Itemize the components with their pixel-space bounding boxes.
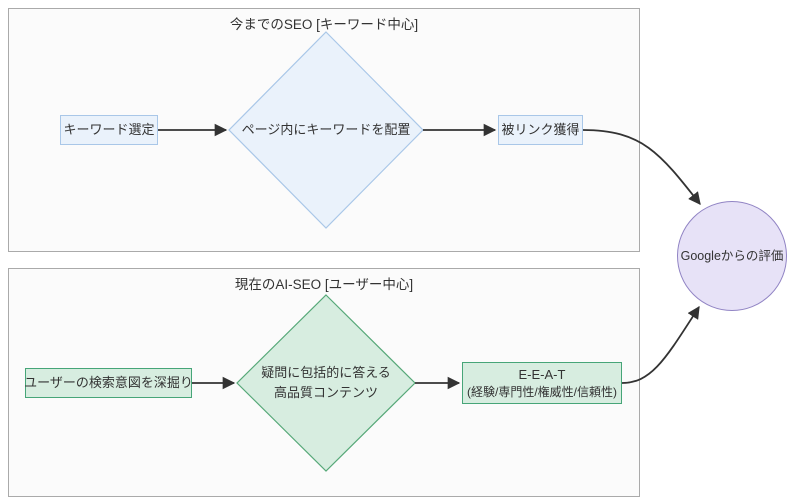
- node-keyword-selection-label: キーワード選定: [63, 122, 155, 138]
- node-search-intent: ユーザーの検索意図を深掘り: [24, 368, 193, 398]
- node-backlinks-label: 被リンク獲得: [501, 122, 580, 138]
- node-google-evaluation-label: Googleからの評価: [680, 248, 784, 263]
- node-keyword-selection: キーワード選定: [60, 115, 158, 145]
- node-google-evaluation: Googleからの評価: [677, 201, 787, 311]
- diamond-quality-content-line1: 疑問に包括的に答える: [261, 364, 391, 380]
- cluster-ai-seo-title: 現在のAI-SEO [ユーザー中心]: [234, 277, 414, 292]
- diamond-keyword-placement-label: ページ内にキーワードを配置: [241, 121, 411, 137]
- node-search-intent-label: ユーザーの検索意図を深掘り: [24, 375, 193, 391]
- node-backlinks: 被リンク獲得: [498, 115, 583, 145]
- node-eeat: E-E-A-T (経験/専門性/権威性/信頼性): [462, 362, 622, 404]
- cluster-legacy-seo-title: 今までのSEO [キーワード中心]: [229, 17, 419, 32]
- node-eeat-title: E-E-A-T: [518, 367, 566, 383]
- diamond-quality-content-label: 疑問に包括的に答える 高品質コンテンツ: [261, 363, 391, 403]
- node-eeat-detail: (経験/専門性/権威性/信頼性): [467, 384, 617, 399]
- diamond-quality-content-line2: 高品質コンテンツ: [273, 385, 378, 400]
